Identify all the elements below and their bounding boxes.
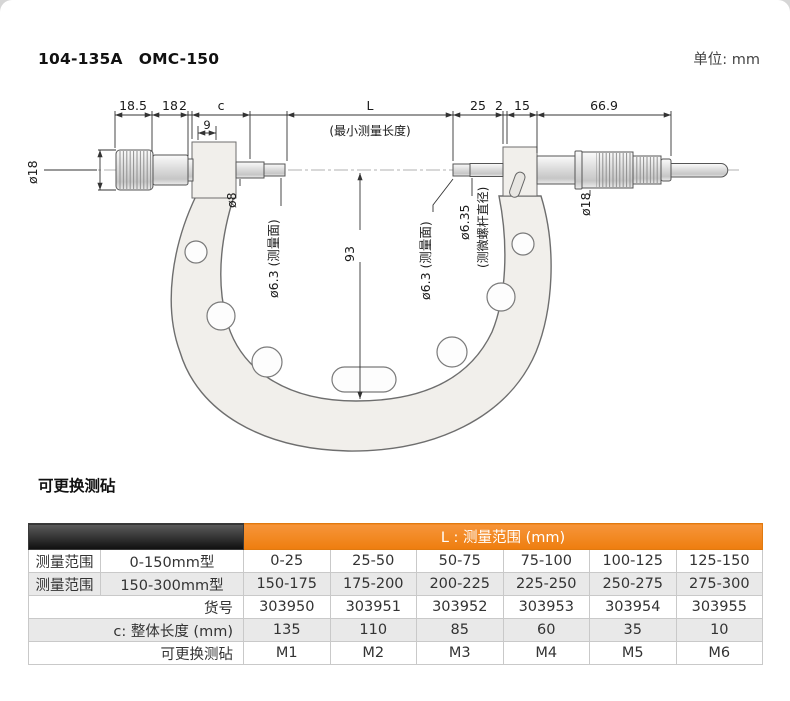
row-label: 测量范围 (28, 549, 101, 573)
value-cell: 303952 (416, 595, 504, 619)
value-cell: 35 (589, 618, 677, 642)
value-cell: 100-125 (589, 549, 677, 573)
value-cell: 275-300 (675, 572, 764, 596)
table-header-range: L : 测量范围 (mm) (242, 523, 764, 550)
value-cell: 50-75 (416, 549, 504, 573)
dim-label-25: 25 (470, 98, 486, 113)
micrometer-technical-drawing: 18.5 18 2 c 9 L (最小测量长度) 25 2 15 66.9 ø1… (25, 98, 742, 452)
model-number: 104-135A (38, 50, 123, 68)
dia-label-18-right: ø18 (578, 192, 593, 216)
page-title: 104-135A OMC-150 (38, 50, 219, 68)
value-cell: 110 (329, 618, 417, 642)
anvil-assembly (115, 149, 286, 191)
value-cell: M2 (329, 641, 417, 665)
value-cell: 75-100 (502, 549, 590, 573)
spindle-rod (469, 163, 504, 177)
value-cell: 303951 (329, 595, 417, 619)
dim-label-93: 93 (342, 246, 357, 262)
dia-label-6-3-right: ø6.3 (测量面) (418, 221, 433, 300)
spindle-extension-rod (670, 163, 729, 178)
frame-insulation-holes (184, 232, 535, 393)
dim-note-min-length: (最小测量长度) (329, 123, 410, 138)
table-header-dark-cell (28, 523, 244, 550)
value-cell: 225-250 (502, 572, 590, 596)
dia-label-6-35: ø6.35 (457, 205, 472, 240)
dia-label-8: ø8 (224, 192, 239, 208)
dim-label-18-5: 18.5 (119, 98, 147, 113)
value-cell: M3 (416, 641, 504, 665)
lock-lever (509, 171, 526, 198)
row-label: 测量范围 (28, 572, 101, 596)
anvil-neck (187, 158, 194, 182)
dim-label-66-9: 66.9 (590, 98, 618, 113)
ratchet-cap (660, 158, 672, 182)
value-cell: 25-50 (329, 549, 417, 573)
dim-label-15: 15 (514, 98, 530, 113)
micrometer-frame (170, 141, 552, 452)
unit-label: 单位: mm (693, 52, 760, 68)
row-label: 货号 (28, 595, 244, 619)
dim-label-L: L (367, 98, 374, 113)
table-header-row: L : 测量范围 (mm) (28, 523, 764, 550)
value-cell: M4 (502, 641, 590, 665)
frame-right-boss (502, 146, 538, 197)
table-row: 测量范围 150-300mm型 150-175 175-200 200-225 … (28, 572, 764, 596)
section-title: 可更换测砧 (38, 477, 116, 495)
value-cell: 303953 (502, 595, 590, 619)
table-row: 货号 303950 303951 303952 303953 303954 30… (28, 595, 764, 619)
table-row: 可更换测砧 M1 M2 M3 M4 M5 M6 (28, 641, 764, 665)
anvil-tip (263, 163, 286, 177)
dim-label-9: 9 (203, 118, 210, 132)
value-cell: 0-25 (243, 549, 331, 573)
note-spindle-diameter: (测微螺杆直径) (476, 187, 490, 268)
anvil-collar (152, 154, 189, 186)
value-cell: 175-200 (329, 572, 417, 596)
row-label: 可更换测砧 (28, 641, 244, 665)
value-cell: M1 (243, 641, 331, 665)
value-cell: 125-150 (675, 549, 764, 573)
value-cell: M5 (589, 641, 677, 665)
value-cell: 200-225 (416, 572, 504, 596)
dimension-lines (44, 111, 672, 399)
value-cell: M6 (675, 641, 764, 665)
value-cell: 135 (243, 618, 331, 642)
spec-table: L : 测量范围 (mm) 测量范围 0-150mm型 0-25 25-50 5… (28, 523, 764, 665)
dia-label-18-left: ø18 (25, 160, 40, 184)
model-code: OMC-150 (138, 50, 220, 68)
spindle-tip (452, 163, 471, 177)
value-cell: 250-275 (589, 572, 677, 596)
value-cell: 10 (675, 618, 764, 642)
value-cell: 303954 (589, 595, 677, 619)
row-label: c: 整体长度 (mm) (28, 618, 244, 642)
thimble-flange (574, 150, 583, 190)
value-cell: 150-175 (243, 572, 331, 596)
table-row: c: 整体长度 (mm) 135 110 85 60 35 10 (28, 618, 764, 642)
dim-label-2-left: 2 (179, 98, 187, 113)
row-type: 0-150mm型 (100, 549, 244, 573)
table-row: 测量范围 0-150mm型 0-25 25-50 50-75 75-100 10… (28, 549, 764, 573)
value-cell: 303955 (675, 595, 764, 619)
dim-label-2-right: 2 (495, 98, 503, 113)
frame-left-boss (191, 141, 237, 199)
dimension-labels: 18.5 18 2 c 9 L (最小测量长度) 25 2 15 66.9 ø1… (25, 98, 618, 300)
dim-label-c: c (218, 98, 225, 113)
row-type: 150-300mm型 (100, 572, 244, 596)
value-cell: 60 (502, 618, 590, 642)
sleeve-barrel (536, 155, 578, 185)
dim-label-18: 18 (162, 98, 178, 113)
value-cell: 303950 (243, 595, 331, 619)
dia-label-6-3-left: ø6.3 (测量面) (266, 219, 281, 298)
value-cell: 85 (416, 618, 504, 642)
spindle-assembly (452, 150, 729, 198)
anvil-rod (235, 161, 265, 179)
page-header: 104-135A OMC-150 单位: mm (38, 48, 760, 69)
